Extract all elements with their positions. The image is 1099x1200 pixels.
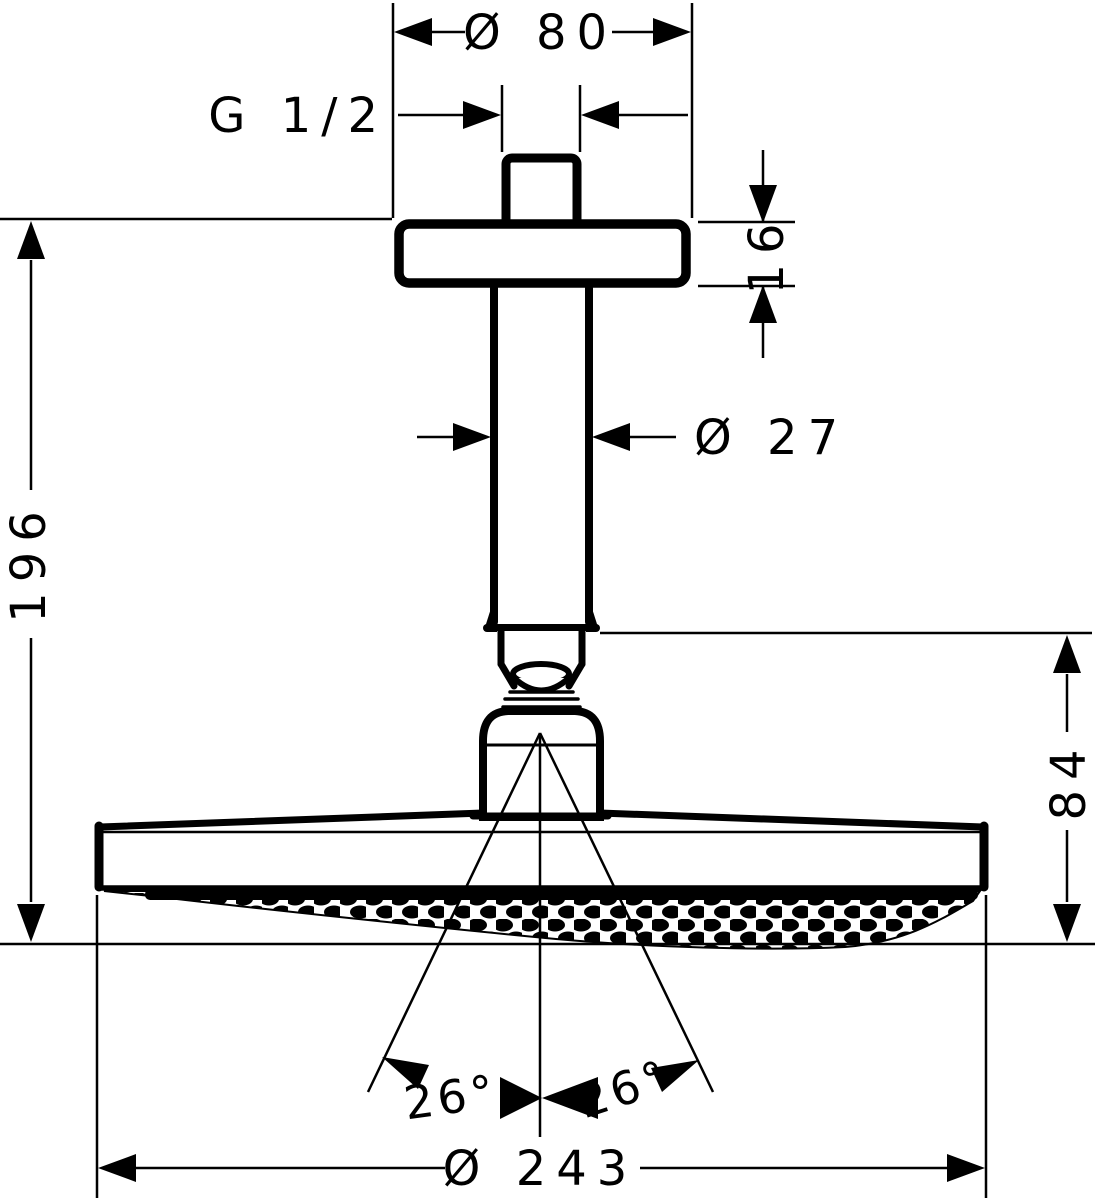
arrow-left-icon <box>592 423 630 451</box>
arrow-right-icon <box>500 1077 542 1119</box>
spray-angle-right-label: 26° <box>571 1049 677 1129</box>
arrow-upright-icon <box>651 1060 699 1092</box>
top-diameter-label: Ø 80 <box>463 5 617 61</box>
arrow-right-icon <box>653 18 691 46</box>
arrow-up-icon <box>17 221 45 259</box>
ceiling-flange <box>394 153 691 288</box>
total-height-label: 196 <box>1 501 57 623</box>
arrow-left-icon <box>581 101 619 129</box>
arrow-up-icon <box>1053 635 1081 673</box>
arrow-left-icon <box>98 1154 136 1182</box>
arrow-upleft-icon <box>382 1057 429 1089</box>
arrow-right-icon <box>947 1154 985 1182</box>
thread-nipple <box>501 153 582 233</box>
spray-face <box>103 890 982 950</box>
arrow-up-icon <box>749 285 777 323</box>
extension-lines <box>0 3 1095 1198</box>
head-diameter-label: Ø 243 <box>443 1141 638 1197</box>
thread-size-label: G 1/2 <box>208 88 388 144</box>
arrow-right-icon <box>453 423 491 451</box>
arrow-down-icon <box>17 904 45 942</box>
dimension-lines <box>17 18 1081 1182</box>
arrow-down-icon <box>749 185 777 223</box>
spray-angle-lines <box>366 732 715 1137</box>
shower-head <box>94 809 989 950</box>
arm-diameter-label: Ø 27 <box>694 410 848 466</box>
hub <box>479 707 604 821</box>
flange-thickness-label: 16 <box>739 213 795 294</box>
spray-angle-left-label: 26° <box>401 1064 501 1130</box>
flange-plate <box>394 219 691 288</box>
arrow-left-icon <box>394 18 432 46</box>
shower-arm <box>483 284 600 632</box>
arrow-right-icon <box>463 101 501 129</box>
head-height-label: 84 <box>1041 739 1097 820</box>
arrow-down-icon <box>1053 904 1081 942</box>
arrow-left-icon <box>542 1077 598 1119</box>
